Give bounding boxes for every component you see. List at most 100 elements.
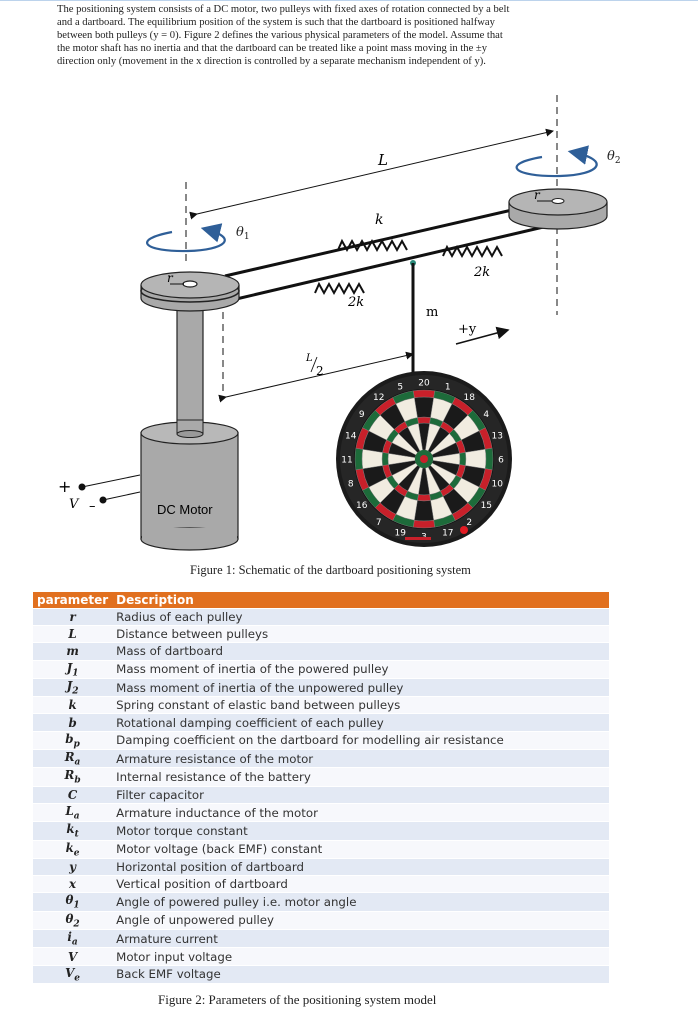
belt-upper	[224, 205, 526, 278]
symbol-subscript: 1	[73, 900, 80, 911]
label-plus-y: +y	[458, 322, 477, 337]
symbol-subscript: 2	[73, 919, 80, 930]
dart-number: 19	[394, 529, 406, 539]
symbol-main: k	[68, 698, 77, 713]
symbol-subscript: 2	[72, 686, 79, 697]
parameter-description: Filter capacitor	[112, 786, 609, 804]
table-row: C Filter capacitor	[33, 786, 609, 804]
parameter-description: Mass moment of inertia of the powered pu…	[112, 660, 609, 679]
dart-double-ring	[354, 447, 363, 471]
dartboard: 2011841361015217319716811149125	[336, 371, 512, 547]
dart-number: 15	[481, 501, 492, 511]
dart-triple-ring	[417, 494, 431, 502]
parameter-symbol: y	[33, 858, 113, 877]
wire-plus	[81, 474, 141, 488]
symbol-subscript: a	[71, 937, 78, 948]
plus-y-arrow	[455, 326, 510, 345]
terminal-minus	[99, 496, 107, 504]
dart-number: 11	[341, 456, 352, 466]
dart-number: 10	[492, 479, 504, 489]
right-pulley	[508, 188, 608, 230]
intro-line: The positioning system consists of a DC …	[57, 4, 510, 15]
dart-double-ring	[412, 520, 436, 529]
symbol-main: y	[69, 860, 76, 875]
symbol-subscript: a	[74, 757, 81, 768]
label-2k-left: 2k	[347, 295, 364, 310]
dart-number: 12	[373, 393, 384, 403]
table-row: k Spring constant of elastic band between…	[33, 696, 609, 715]
parameter-description: Back EMF voltage	[112, 965, 609, 985]
symbol-main: V	[67, 949, 78, 964]
dart-number: 7	[376, 518, 382, 528]
parameter-description: Motor input voltage	[112, 947, 609, 966]
intro-line: between both pulleys (y = 0). Figure 2 d…	[57, 30, 503, 41]
dart-number: 18	[464, 393, 476, 403]
symbol-main: k	[66, 822, 75, 837]
symbol-main: θ	[65, 893, 74, 908]
parameter-description: Internal resistance of the battery	[112, 767, 609, 787]
symbol-main: C	[67, 787, 78, 802]
label-theta2: θ2	[607, 149, 621, 166]
parameter-symbol: Ve	[33, 965, 113, 985]
parameter-description: Mass moment of inertia of the unpowered …	[112, 678, 609, 698]
dart-number: 1	[445, 382, 451, 392]
dart-outer-segment	[465, 449, 487, 469]
dart-number: 5	[397, 382, 403, 392]
intro-line: the motor shaft has no inertia and that …	[57, 43, 488, 54]
header-parameter: parameter	[33, 592, 113, 609]
dimension-L2-arrow	[218, 351, 414, 403]
left-pulley	[140, 271, 240, 312]
label-L: L	[377, 151, 388, 169]
dart-number: 14	[345, 432, 357, 442]
parameter-description: Angle of unpowered pulley	[112, 911, 609, 931]
parameter-symbol: kt	[33, 821, 113, 841]
parameter-description: Spring constant of elastic band between …	[112, 696, 609, 715]
symbol-subscript: e	[73, 848, 80, 858]
dart-double-ring	[485, 447, 494, 471]
parameter-description: Vertical position of dartboard	[112, 875, 609, 894]
dart-double-ring	[392, 390, 415, 405]
table-row: x Vertical position of dartboard	[33, 875, 609, 894]
parameter-description: Damping coefficient on the dartboard for…	[112, 731, 609, 751]
label-L2-den: 2	[316, 364, 324, 378]
symbol-subscript: p	[73, 739, 80, 750]
dart-triple-ring	[417, 416, 431, 424]
parameter-description: Armature inductance of the motor	[112, 803, 609, 823]
symbol-main: x	[69, 877, 77, 892]
symbol-subscript: 1	[72, 667, 79, 678]
symbol-subscript: a	[73, 811, 80, 822]
dart-double-ring	[412, 389, 436, 398]
dart-number: 9	[359, 410, 365, 420]
parameter-description: Motor torque constant	[112, 821, 609, 841]
theta2-rotation-arrow	[515, 145, 598, 178]
terminal-plus	[78, 483, 86, 491]
figure1-caption: Figure 1: Schematic of the dartboard pos…	[190, 563, 471, 577]
intro-line: and a dartboard. The equilibrium positio…	[57, 17, 495, 28]
symbol-main: V	[65, 965, 75, 980]
dart-outer-segment	[414, 396, 434, 418]
parameter-description: Mass of dartboard	[112, 642, 609, 661]
label-r-right: r	[534, 188, 541, 202]
dc-motor	[140, 419, 239, 551]
dart-number: 16	[356, 501, 368, 511]
parameter-symbol: ke	[33, 840, 113, 860]
figure2-caption: Figure 2: Parameters of the positioning …	[158, 992, 437, 1007]
dart-number: 20	[418, 379, 430, 389]
parameter-symbol: La	[33, 803, 113, 823]
theta1-rotation-arrow	[146, 223, 226, 253]
parameter-symbol: C	[33, 786, 113, 804]
label-V: V	[69, 497, 80, 512]
symbol-main: L	[68, 627, 77, 642]
wire-minus	[102, 491, 141, 501]
label-L2-num: L	[305, 353, 313, 364]
dimension-L-arrow	[189, 128, 554, 220]
